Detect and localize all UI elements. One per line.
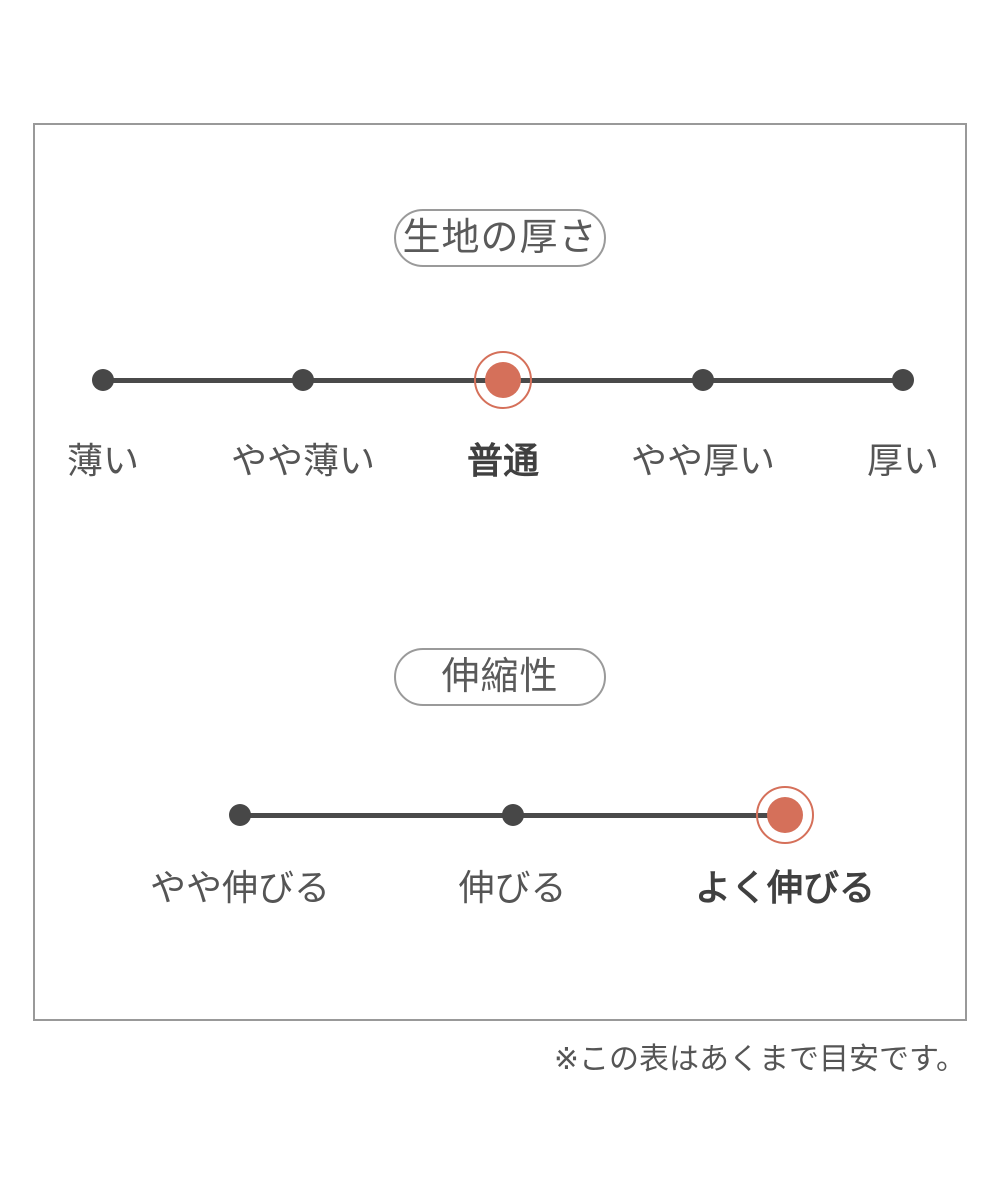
stretch-title: 伸縮性	[441, 656, 559, 698]
stretch-title-pill: 伸縮性	[394, 648, 606, 706]
thickness-title-pill: 生地の厚さ	[394, 209, 606, 267]
disclaimer-note: ※この表はあくまで目安です。	[553, 1043, 966, 1076]
chart-frame	[33, 123, 967, 1021]
thickness-title: 生地の厚さ	[402, 217, 598, 259]
